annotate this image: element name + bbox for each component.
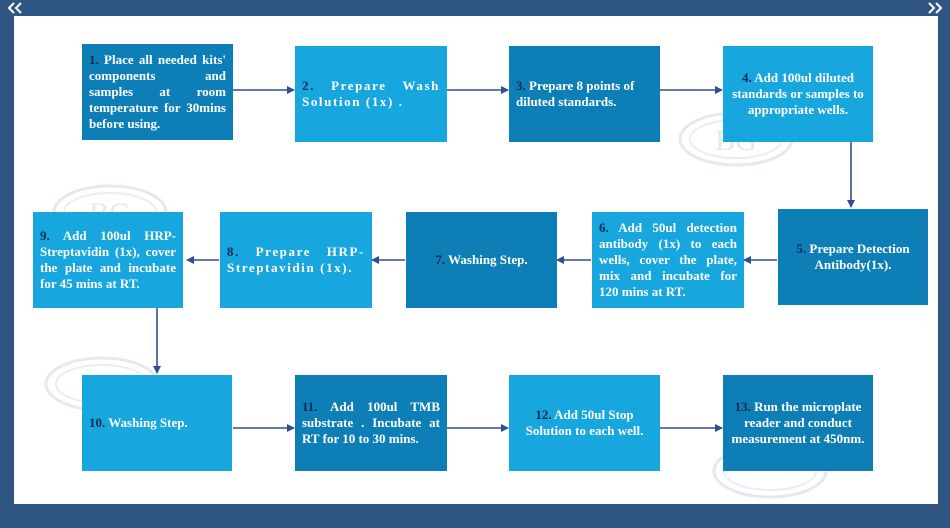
step-12-box: 12. Add 50ul Stop Solution to each well. [509, 375, 660, 471]
flowchart-panel: BG BG BG [14, 16, 938, 504]
step-10-box: 10. Washing Step. [82, 375, 232, 471]
step-2-box: 2. Prepare Wash Solution (1x) . [295, 46, 447, 142]
step-10-text: Washing Step. [108, 415, 188, 430]
chevron-left-icon [6, 2, 24, 14]
step-4-number: 4. [742, 70, 752, 85]
step-8-text: Prepare HRP-Streptavidin (1x). [227, 244, 365, 275]
step-2-text: Prepare Wash Solution (1x) . [302, 78, 440, 109]
step-7-text: Washing Step. [448, 252, 528, 267]
step-7-number: 7. [435, 252, 446, 267]
step-9-box: 9. Add 100ul HRP-Streptavidin (1x), cove… [33, 212, 183, 308]
step-4-box: 4. Add 100ul diluted standards or sample… [723, 46, 873, 142]
step-11-number: 11. [302, 399, 318, 414]
step-4-text: Add 100ul diluted standards or samples t… [732, 70, 864, 117]
step-3-text: Prepare 8 points of diluted standards. [516, 78, 635, 109]
step-9-text: Add 100ul HRP-Streptavidin (1x), cover t… [40, 228, 176, 291]
step-1-box: 1. Place all needed kits' components and… [82, 44, 233, 140]
step-5-text: Prepare Detection Antibody(1x). [809, 241, 910, 272]
step-3-box: 3. Prepare 8 points of diluted standards… [509, 46, 660, 142]
step-6-box: 6. Add 50ul detection antibody (1x) to e… [592, 212, 744, 308]
step-6-number: 6. [599, 220, 609, 235]
step-8-box: 8. Prepare HRP-Streptavidin (1x). [220, 212, 372, 308]
step-12-text: Add 50ul Stop Solution to each well. [525, 407, 644, 438]
flow-arrows [153, 86, 855, 432]
step-1-number: 1. [89, 52, 99, 67]
step-2-number: 2. [302, 78, 315, 93]
chevron-right-icon [926, 2, 944, 14]
step-8-number: 8. [227, 244, 240, 259]
step-10-number: 10. [89, 415, 106, 430]
step-13-text: Run the microplate reader and conduct me… [731, 399, 865, 446]
step-5-number: 5. [796, 241, 807, 256]
top-bar [0, 0, 950, 16]
step-5-box: 5. Prepare Detection Antibody(1x). [778, 209, 928, 305]
step-6-text: Add 50ul detection antibody (1x) to each… [599, 220, 737, 299]
step-11-text: Add 100ul TMB substrate . Incubate at RT… [302, 399, 440, 446]
step-1-text: Place all needed kits' components and sa… [89, 52, 226, 131]
step-11-box: 11. Add 100ul TMB substrate . Incubate a… [295, 375, 447, 471]
step-13-number: 13. [734, 399, 751, 414]
step-13-box: 13. Run the microplate reader and conduc… [723, 375, 873, 471]
step-7-box: 7. Washing Step. [406, 212, 557, 308]
step-9-number: 9. [40, 228, 50, 243]
step-12-number: 12. [535, 407, 552, 422]
step-3-number: 3. [516, 78, 526, 93]
